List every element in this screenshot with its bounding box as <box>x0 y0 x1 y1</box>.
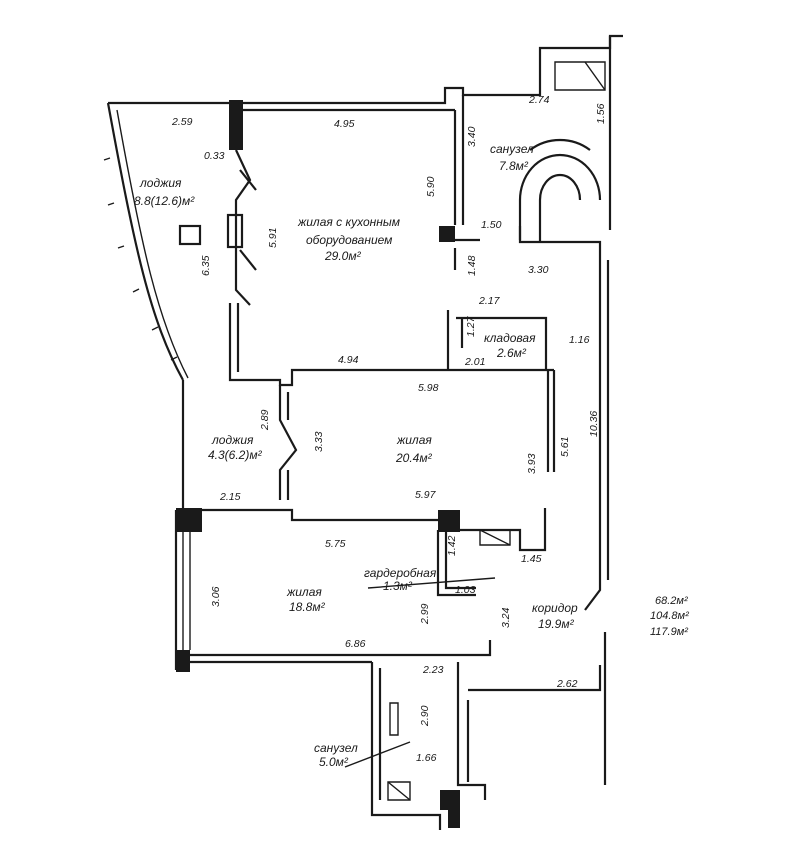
dim-label: 2.15 <box>219 491 241 503</box>
room-area-corridor: 19.9м² <box>538 617 575 631</box>
dim-label: 0.33 <box>204 150 225 162</box>
room-name-loggia-top: лоджия <box>139 176 182 190</box>
dim-label: 3.93 <box>526 453 538 474</box>
room-area-bath-bottom: 5.0м² <box>319 755 349 769</box>
dim-label: 2.89 <box>259 409 271 431</box>
room-name-corridor: коридор <box>532 601 578 615</box>
room-area-bath-top: 7.8м² <box>499 159 529 173</box>
room-name-loggia-mid: лоджия <box>211 433 254 447</box>
dim-label: 1.42 <box>446 535 458 556</box>
dim-label: 1.27 <box>465 315 477 337</box>
dim-label: 5.61 <box>559 437 571 457</box>
dim-label: 2.59 <box>171 116 193 128</box>
total-area-2: 104.8м² <box>650 610 689 622</box>
dim-label: 3.30 <box>528 264 549 276</box>
wall-pier <box>176 650 190 672</box>
room-name-living-kitchen: жилая с кухонным <box>297 215 400 229</box>
dim-label: 10.36 <box>588 411 600 437</box>
dim-label: 6.35 <box>200 255 212 276</box>
dim-label: 5.97 <box>415 489 437 501</box>
dim-label: 2.23 <box>422 664 444 676</box>
wall-pier <box>176 508 202 532</box>
dim-label: 5.98 <box>418 382 439 394</box>
dim-label: 1.50 <box>481 219 502 231</box>
dim-label: 2.17 <box>478 295 501 307</box>
dim-label: 2.74 <box>528 94 550 106</box>
dimension-labels: 2.59 0.33 6.35 4.95 5.90 5.91 3.40 2.74 … <box>171 94 607 764</box>
bath-riser <box>448 810 460 828</box>
dim-label: 1.16 <box>569 334 590 346</box>
room-area-living-mid: 20.4м² <box>395 451 433 465</box>
room-name-bath-bottom: санузел <box>314 741 358 755</box>
dim-label: 3.06 <box>210 586 222 607</box>
area-totals: 68.2м² 104.8м² 117.9м² <box>650 595 689 638</box>
room-labels: лоджия 8.8(12.6)м² жилая с кухонным обор… <box>134 142 578 769</box>
room-area-loggia-top: 8.8(12.6)м² <box>134 194 195 208</box>
dim-label: 5.90 <box>425 176 437 197</box>
room-name-living-mid: жилая <box>396 433 432 447</box>
dim-label: 1.48 <box>466 255 478 276</box>
loggia-column <box>178 224 202 246</box>
dim-label: 1.45 <box>521 553 542 565</box>
room-name-wardrobe: гардеробная <box>364 566 437 580</box>
dim-label: 1.56 <box>595 103 607 124</box>
dim-label: 2.99 <box>419 603 431 625</box>
room-name-living-kitchen-2: оборудованием <box>306 233 392 247</box>
dim-label: 2.90 <box>419 705 431 727</box>
kitchen-riser <box>439 226 455 242</box>
dim-label: 3.24 <box>500 607 512 628</box>
room-area-storage: 2.6м² <box>496 346 527 360</box>
room-name-bath-top: санузел <box>490 142 534 156</box>
room-area-wardrobe: 1.3м² <box>383 579 413 593</box>
dim-label: 2.01 <box>464 356 485 368</box>
room-area-living-kitchen: 29.0м² <box>324 249 362 263</box>
room-name-living-bottom: жилая <box>286 585 322 599</box>
room-area-loggia-mid: 4.3(6.2)м² <box>208 448 263 462</box>
room-name-storage: кладовая <box>484 331 536 345</box>
dim-label: 2.62 <box>556 678 578 690</box>
total-area-1: 68.2м² <box>655 595 688 607</box>
dim-label: 3.40 <box>466 126 478 147</box>
dim-label: 1.66 <box>416 752 437 764</box>
wardrobe-pier <box>438 510 460 532</box>
room-area-living-bottom: 18.8м² <box>289 600 326 614</box>
dim-label: 1.03 <box>455 584 476 596</box>
dim-label: 6.86 <box>345 638 366 650</box>
wall-pier <box>229 100 243 150</box>
walls <box>103 34 623 830</box>
dim-label: 5.91 <box>267 228 279 248</box>
total-area-3: 117.9м² <box>650 626 688 638</box>
dim-label: 4.95 <box>334 118 355 130</box>
dim-label: 5.75 <box>325 538 346 550</box>
dim-label: 3.33 <box>313 431 325 452</box>
bath-riser <box>440 790 460 810</box>
dim-label: 4.94 <box>338 354 359 366</box>
